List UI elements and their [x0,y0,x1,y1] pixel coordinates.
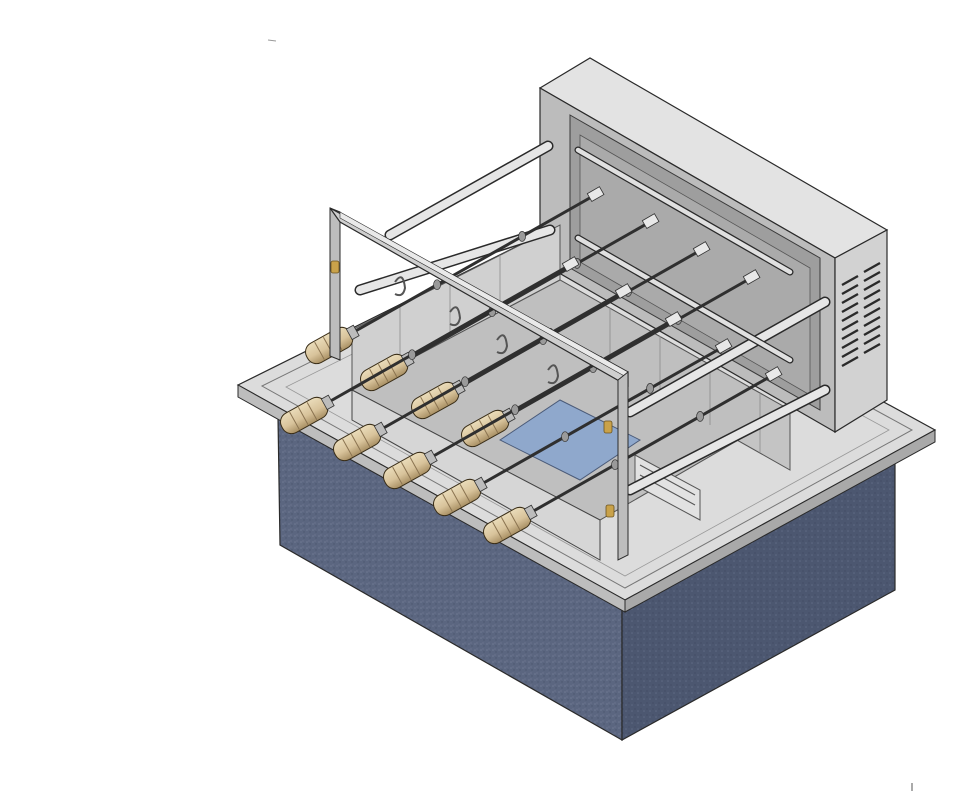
handle-groove [492,521,503,540]
handle-groove [392,466,403,485]
skewer-handle[interactable] [277,391,337,437]
skewer-washer [646,383,654,394]
skewer-handle[interactable] [302,321,362,367]
skewer-shaft [406,220,651,362]
skewer-shaft [429,318,674,460]
handle-groove [289,411,300,430]
handle-ferrule [373,421,388,438]
support-rods [354,140,831,496]
skewer-handle[interactable] [430,473,490,519]
skewer-handle[interactable] [480,501,540,547]
handle-groove [428,391,440,410]
skewer-washer [408,349,416,361]
skewer-washer [511,404,519,416]
skewer-coupler [764,366,783,383]
skewer-shaft [479,345,724,487]
vent-slots [841,261,881,368]
handle-ferrule [523,504,538,521]
handle-ferrule [451,379,466,396]
pit-front-plate [351,389,601,561]
skewer-handle[interactable] [380,446,440,492]
frame-left-post [329,207,341,361]
handle-groove [500,516,512,535]
countertop-side-edge [624,429,936,613]
skewer-coupler [614,283,633,300]
heat-panel [499,399,641,481]
handle-ferrule [473,476,488,493]
skewer-washer [561,431,569,443]
drawer-grille [634,454,701,521]
handle-groove [306,402,318,421]
handle-groove [314,341,325,360]
skewer-shaft [351,193,596,335]
handle-groove [297,406,309,425]
frame-hooks [394,276,560,385]
skewer-washer [696,411,704,422]
handle-groove [459,484,471,503]
handle-groove [437,387,449,406]
skewer-coupler [586,186,605,203]
handle-groove [487,415,499,434]
skewer-washer [433,279,441,291]
skewer-washer [518,231,526,242]
skewer-shaft [529,373,774,515]
frame-right-post [617,370,629,561]
skewer-coupler [692,241,711,258]
skewer-handle[interactable] [330,418,390,464]
skewer-coupler [561,256,580,273]
brass-fittings [330,260,615,518]
handle-ferrule [501,407,516,424]
skewer-coupler [664,311,683,328]
handle-groove [386,359,398,378]
handle-groove [400,461,412,480]
handle-groove [478,419,490,438]
handle-ferrule [345,324,360,341]
handle-ferrule [320,394,335,411]
handle-groove [342,438,353,457]
skewer-coupler [742,269,761,286]
skewer-washer [461,376,469,388]
handle-groove [359,429,371,448]
skewer-shaft [326,263,571,405]
skewer-coupler [714,338,733,355]
handle-ferrule [423,449,438,466]
handle-groove [509,512,521,531]
skewer-coupler [641,213,660,230]
skewer-shaft [457,248,702,390]
housing-side [834,228,888,434]
handle-groove [442,493,453,512]
handle-groove [409,457,421,476]
handle-groove [377,363,389,382]
handle-groove [450,488,462,507]
stray-mark-top [267,39,277,42]
front-frame [329,207,629,561]
handle-groove [350,433,362,452]
handle-groove [369,368,380,387]
skewer-shaft [379,290,624,432]
skewer-shaft [507,276,752,418]
